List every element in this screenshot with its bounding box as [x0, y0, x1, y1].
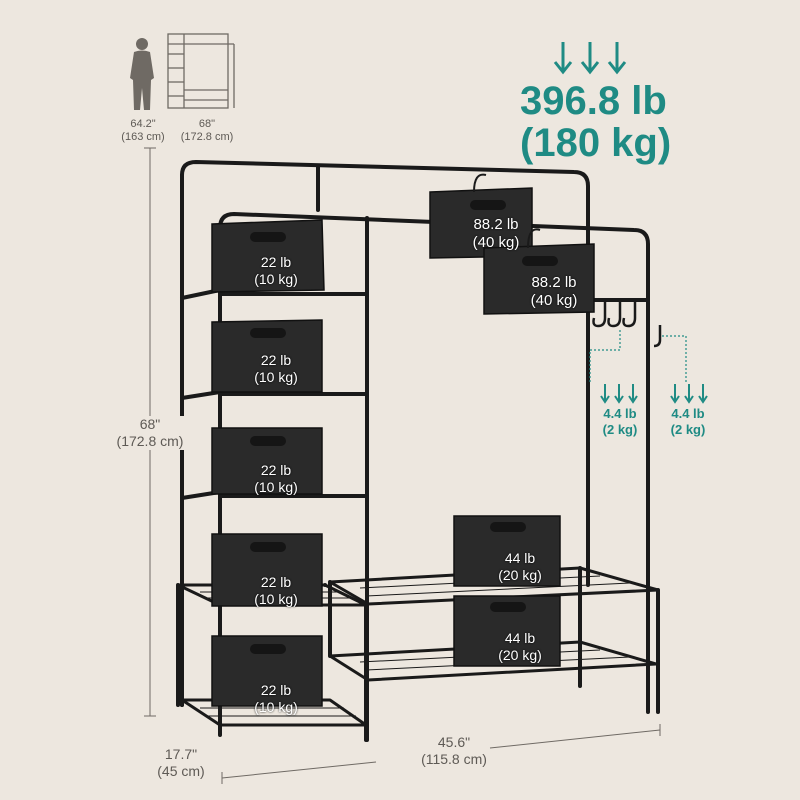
hook-load-label: 4.4 lb (2 kg): [658, 406, 718, 438]
bench-box: [453, 595, 561, 667]
hanging-box-lb: 88.2 lb: [531, 274, 577, 291]
shelf-box-kg: (10 kg): [254, 591, 298, 607]
person-silhouette-icon: [130, 38, 154, 110]
shelf-box-lb: 22 lb: [260, 574, 292, 590]
shelf-box: [211, 319, 323, 393]
width-cm: (115.8 cm): [421, 751, 487, 767]
rack-thumbnail-icon: [167, 33, 235, 109]
person-height-label: 64.2" (163 cm): [118, 118, 168, 144]
hook-load-kg: (2 kg): [602, 422, 638, 437]
hook-load-arrows-icon: [600, 384, 708, 404]
hanging-box-kg: (40 kg): [472, 234, 520, 251]
hanging-box: [483, 228, 595, 315]
shelf-box-kg: (10 kg): [254, 369, 298, 385]
person-height-in: 64.2": [130, 118, 156, 130]
shelf-box-kg: (10 kg): [254, 479, 298, 495]
hooks-icon: [592, 300, 662, 348]
shelf-box-kg: (10 kg): [254, 271, 298, 287]
shelf-box: [211, 427, 323, 495]
shelf-box: [211, 635, 323, 707]
bench-box-label: 44 lb (20 kg): [470, 550, 570, 584]
bench-box-lb: 44 lb: [504, 550, 536, 566]
shelf-box-lb: 22 lb: [260, 254, 292, 270]
bench-box-kg: (20 kg): [498, 647, 542, 663]
total-load-arrows-icon: [553, 42, 627, 75]
shelf-box-kg: (10 kg): [254, 699, 298, 715]
shelf-box-label: 22 lb (10 kg): [226, 352, 326, 386]
total-capacity-kg: (180 kg): [520, 121, 672, 165]
box-handles: [250, 200, 558, 654]
shelf-box-label: 22 lb (10 kg): [226, 462, 326, 496]
shelf-box-lb: 22 lb: [260, 682, 292, 698]
hook-load-label: 4.4 lb (2 kg): [590, 406, 650, 438]
bench-box-kg: (20 kg): [498, 567, 542, 583]
shelf-box: [211, 219, 325, 293]
total-capacity-lb: 396.8 lb: [520, 79, 667, 123]
width-in: 45.6": [437, 734, 471, 750]
thumb-rack-height-label: 68" (172.8 cm): [174, 118, 240, 144]
thumb-rack-height-cm: (172.8 cm): [180, 131, 234, 143]
person-height-cm: (163 cm): [121, 131, 165, 143]
height-in: 68": [139, 416, 161, 432]
hook-load-lb: 4.4 lb: [671, 406, 705, 421]
hanging-box-lb: 88.2 lb: [473, 216, 519, 233]
shelf-box-label: 22 lb (10 kg): [226, 682, 326, 716]
shelf-box-label: 22 lb (10 kg): [226, 254, 326, 288]
bench-box-label: 44 lb (20 kg): [470, 630, 570, 664]
shelf-box: [211, 533, 323, 607]
height-cm: (172.8 cm): [116, 433, 184, 449]
thumb-rack-height-in: 68": [198, 118, 216, 130]
hook-load-lb: 4.4 lb: [603, 406, 637, 421]
hook-load-kg: (2 kg): [670, 422, 706, 437]
shelf-box-label: 22 lb (10 kg): [226, 574, 326, 608]
hanging-box-label: 88.2 lb (40 kg): [446, 216, 546, 252]
shelf-box-lb: 22 lb: [260, 352, 292, 368]
height-dimension-label: 68" (172.8 cm): [98, 416, 202, 450]
hanging-box-kg: (40 kg): [530, 292, 578, 309]
hanging-box-label: 88.2 lb (40 kg): [504, 274, 604, 310]
depth-dimension-label: 17.7" (45 cm): [140, 746, 222, 780]
bench-box-lb: 44 lb: [504, 630, 536, 646]
width-dimension-label: 45.6" (115.8 cm): [404, 734, 504, 768]
shelf-box-lb: 22 lb: [260, 462, 292, 478]
weight-boxes: [211, 173, 595, 707]
depth-in: 17.7": [164, 746, 198, 762]
hook-callout-lines: [589, 330, 687, 382]
bench-box: [453, 515, 561, 587]
depth-cm: (45 cm): [157, 763, 205, 779]
